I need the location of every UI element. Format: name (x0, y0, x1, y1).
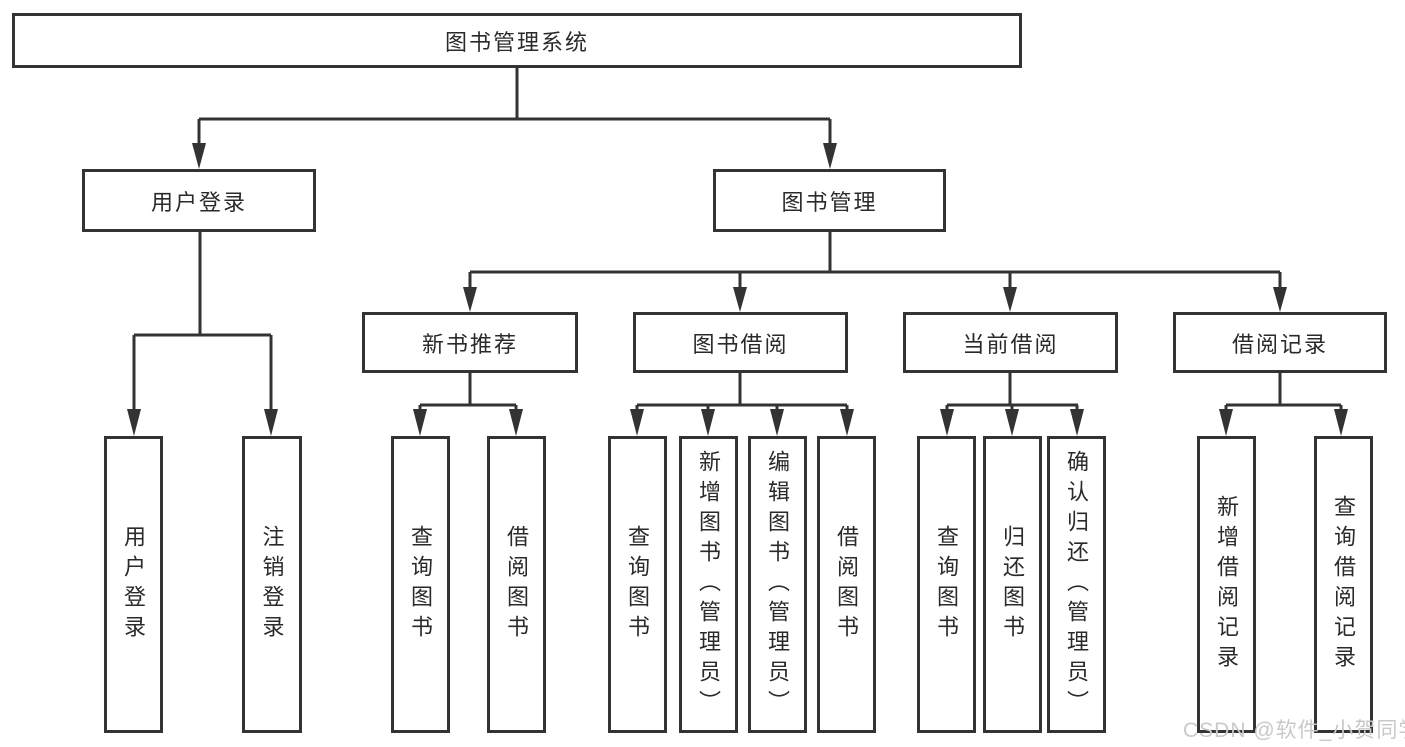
leaf-query-books-current-label: 查询图书 (934, 524, 960, 645)
node-book-management: 图书管理 (713, 169, 946, 232)
leaf-user-login: 用户登录 (104, 436, 163, 733)
leaf-query-books-recommend-label: 查询图书 (408, 524, 434, 645)
node-user-login-label: 用户登录 (150, 189, 247, 215)
node-book-management-label: 图书管理 (781, 189, 878, 215)
leaf-query-books-borrowing: 查询图书 (608, 436, 667, 733)
leaf-edit-book-admin: 编辑图书（管理员） (748, 436, 807, 733)
node-new-book-recommend: 新书推荐 (362, 312, 578, 373)
node-current-borrowing-label: 当前借阅 (962, 331, 1059, 357)
node-root-label: 图书管理系统 (444, 29, 589, 55)
leaf-add-borrow-record-label: 新增借阅记录 (1214, 494, 1240, 675)
leaf-user-login-label: 用户登录 (121, 524, 147, 645)
node-borrowing-records-label: 借阅记录 (1231, 331, 1328, 357)
leaf-borrow-books-borrowing-label: 借阅图书 (834, 524, 860, 645)
leaf-query-borrow-record: 查询借阅记录 (1314, 436, 1373, 733)
leaf-borrow-books-recommend-label: 借阅图书 (504, 524, 530, 645)
leaf-add-book-admin-label: 新增图书（管理员） (696, 449, 722, 720)
leaf-borrow-books-recommend: 借阅图书 (487, 436, 546, 733)
leaf-confirm-return-admin: 确认归还（管理员） (1047, 436, 1106, 733)
leaf-query-books-borrowing-label: 查询图书 (625, 524, 651, 645)
leaf-borrow-books-borrowing: 借阅图书 (817, 436, 876, 733)
node-current-borrowing: 当前借阅 (903, 312, 1118, 373)
leaf-return-book: 归还图书 (983, 436, 1042, 733)
node-book-borrowing: 图书借阅 (633, 312, 848, 373)
leaf-query-books-recommend: 查询图书 (391, 436, 450, 733)
node-root: 图书管理系统 (12, 13, 1022, 68)
node-borrowing-records: 借阅记录 (1173, 312, 1387, 373)
leaf-add-borrow-record: 新增借阅记录 (1197, 436, 1256, 733)
csdn-watermark: CSDN @软件_小贺同学 (1183, 719, 1405, 742)
leaf-logout: 注销登录 (242, 436, 302, 733)
node-user-login: 用户登录 (82, 169, 316, 232)
node-book-borrowing-label: 图书借阅 (692, 331, 789, 357)
leaf-return-book-label: 归还图书 (1000, 524, 1026, 645)
leaf-logout-label: 注销登录 (259, 524, 285, 645)
leaf-query-borrow-record-label: 查询借阅记录 (1331, 494, 1357, 675)
leaf-add-book-admin: 新增图书（管理员） (679, 436, 738, 733)
leaf-confirm-return-admin-label: 确认归还（管理员） (1064, 449, 1090, 720)
node-new-book-recommend-label: 新书推荐 (421, 331, 518, 357)
leaf-edit-book-admin-label: 编辑图书（管理员） (765, 449, 791, 720)
leaf-query-books-current: 查询图书 (917, 436, 976, 733)
